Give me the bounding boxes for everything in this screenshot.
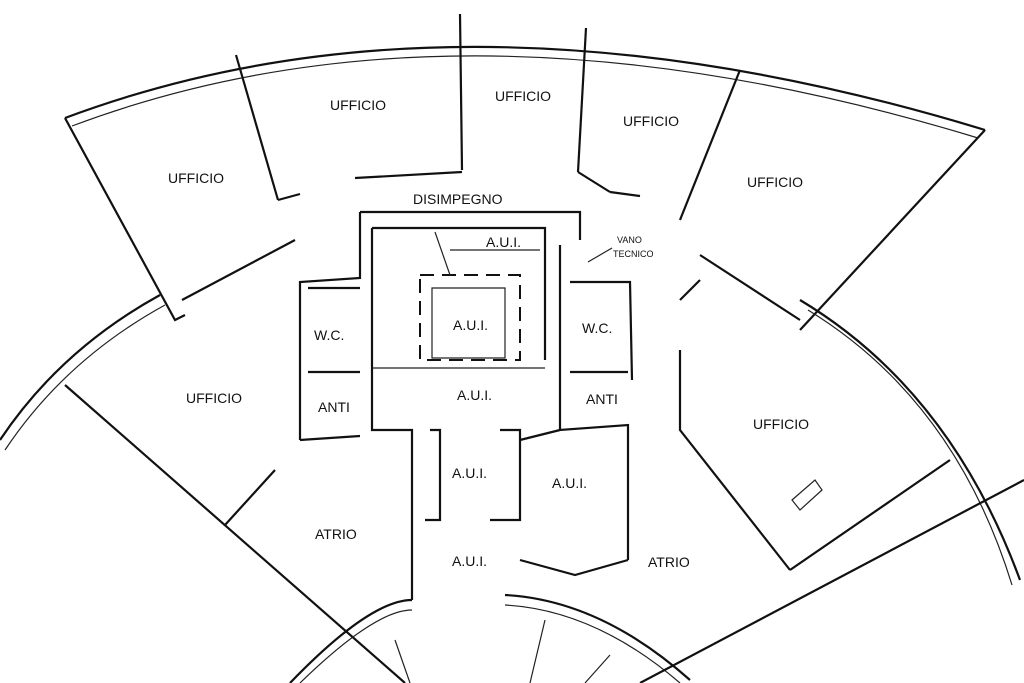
room-labels: UFFICIO UFFICIO UFFICIO UFFICIO UFFICIO …: [168, 88, 809, 570]
room-label-ufficio: UFFICIO: [753, 416, 809, 432]
room-label-aui: A.U.I.: [486, 234, 521, 250]
room-label-vano-tecnico: TECNICO: [613, 249, 654, 259]
room-label-ufficio: UFFICIO: [623, 113, 679, 129]
room-label-aui: A.U.I.: [552, 475, 587, 491]
room-label-aui: A.U.I.: [457, 387, 492, 403]
room-label-ufficio: UFFICIO: [495, 88, 551, 104]
room-label-wc: W.C.: [314, 327, 344, 343]
room-label-vano-tecnico: VANO: [617, 235, 642, 245]
room-label-aui: A.U.I.: [452, 553, 487, 569]
room-label-ufficio: UFFICIO: [168, 170, 224, 186]
room-label-anti: ANTI: [318, 399, 350, 415]
room-label-atrio: ATRIO: [648, 554, 690, 570]
room-label-aui: A.U.I.: [453, 317, 488, 333]
room-label-ufficio: UFFICIO: [186, 390, 242, 406]
room-label-ufficio: UFFICIO: [330, 97, 386, 113]
room-label-disimpegno: DISIMPEGNO: [413, 191, 503, 207]
walls: [0, 13, 1024, 683]
room-label-atrio: ATRIO: [315, 526, 357, 542]
room-label-wc: W.C.: [582, 320, 612, 336]
room-label-ufficio: UFFICIO: [747, 174, 803, 190]
room-label-anti: ANTI: [586, 391, 618, 407]
room-label-aui: A.U.I.: [452, 465, 487, 481]
